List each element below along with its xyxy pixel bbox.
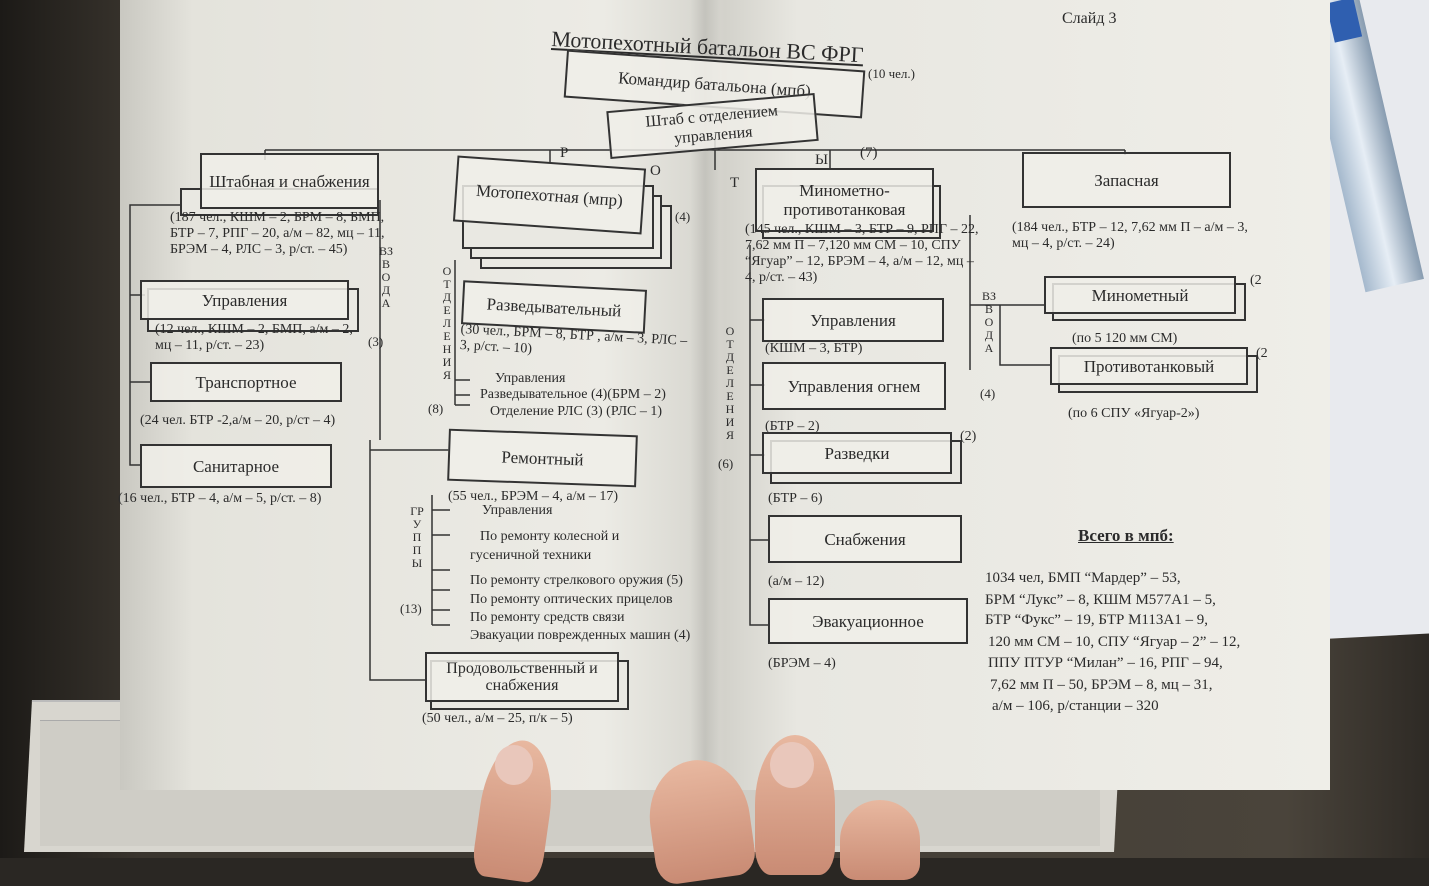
gruppy-letters: ГРУППЫ: [410, 504, 424, 570]
repair-item-5: По ремонту оптических прицелов: [470, 592, 673, 607]
left-vzvoda-count: (3): [368, 334, 384, 349]
hq-supply-company-note: (187 чел., КШМ – 2, БРМ – 8, БМП, БТР – …: [170, 210, 385, 257]
reserve-company-box: Запасная: [1022, 152, 1231, 208]
rota-letter-4: Ы: [815, 152, 829, 168]
repair-platoon-box: Ремонтный: [447, 428, 638, 488]
right-unit-note-5: (БРЭМ – 4): [768, 656, 836, 671]
recon-item-3: Отделение РЛС (3) (РЛС – 1): [490, 404, 663, 419]
mid-otdeleniya-letters: ОТДЕЛЕНИЯ: [442, 264, 452, 382]
recon-item-1: Управления: [495, 371, 566, 386]
left-unit-note-2: (24 чел. БТР -2,а/м – 20, р/ст – 4): [140, 413, 336, 428]
mortar-antitank-company-box: Минометно-противотанковая: [755, 168, 934, 232]
right-unit-note-3: (БТР – 6): [768, 491, 823, 506]
antitank-platoon-count: (2: [1256, 346, 1268, 361]
finger-4: [840, 800, 920, 880]
mortar-platoon-box: Минометный: [1044, 276, 1236, 314]
repair-platoon-note: (55 чел., БРЭМ – 4, а/м – 17): [448, 489, 619, 504]
commander-note: (10 чел.): [868, 66, 915, 81]
repair-item-7: Эвакуации поврежденных машин (4): [470, 628, 691, 643]
hq-supply-company-box: Штабная и снабжения: [200, 153, 379, 209]
finger-nail-1: [495, 745, 533, 785]
mortar-platoon-note: (по 5 120 мм СМ): [1072, 331, 1178, 346]
left-unit-note-3: (16 чел., БТР – 4, а/м – 5, р/ст. – 8): [118, 491, 322, 506]
left-unit-box-2: Транспортное: [150, 362, 342, 402]
right-unit-box-5: Эвакуационное: [768, 598, 968, 644]
rota-count: (7): [860, 145, 878, 161]
totals-heading: Всего в мпб:: [1078, 526, 1174, 545]
gruppy-count: (13): [400, 601, 422, 616]
food-supply-platoon-note: (50 чел., а/м – 25, п/к – 5): [422, 711, 573, 726]
mid-otdeleniya-count: (8): [428, 401, 444, 416]
repair-item-1: Управления: [482, 503, 553, 518]
totals-line-2: БРМ “Лукс” – 8, КШМ М577А1 – 5,: [985, 592, 1216, 608]
rota-letter-3: Т: [730, 175, 740, 191]
totals-line-1: 1034 чел, БМП “Мардер” – 53,: [985, 570, 1181, 586]
mpr-count: (4): [675, 209, 691, 224]
right-unit-note-1: (КШМ – 3, БТР): [765, 341, 863, 356]
food-supply-platoon-box: Продовольственный и снабжения: [425, 652, 619, 702]
rota-letter-1: Р: [560, 145, 569, 161]
right-unit-count-3: (2): [960, 429, 977, 444]
repair-item-2: По ремонту колесной и: [480, 529, 620, 544]
finger-nail-3: [770, 742, 814, 788]
right-unit-box-2: Управления огнем: [762, 362, 946, 410]
right-otdeleniya-count: (6): [718, 456, 734, 471]
repair-item-4: По ремонту стрелкового оружия (5): [470, 573, 683, 588]
right-unit-note-2: (БТР – 2): [765, 419, 820, 434]
antitank-platoon-note: (по 6 СПУ «Ягуар-2»): [1068, 406, 1200, 421]
reserve-company-note: (184 чел., БТР – 12, 7,62 мм П – а/м – 3…: [1012, 220, 1248, 251]
totals-line-7: а/м – 106, р/станции – 320: [992, 698, 1159, 714]
right-vzvoda-count: (4): [980, 386, 996, 401]
antitank-platoon-box: Противотанковый: [1050, 347, 1248, 385]
right-otdeleniya-letters: ОТДЕЛЕНИЯ: [725, 324, 735, 442]
right-unit-note-4: (а/м – 12): [768, 574, 825, 589]
rota-letter-2: О: [650, 163, 661, 179]
left-vzvoda-letters: ВЗВОДА: [379, 244, 394, 310]
repair-item-6: По ремонту средств связи: [470, 610, 625, 625]
right-unit-box-3: Разведки: [762, 432, 952, 474]
right-unit-box-1: Управления: [762, 298, 944, 342]
totals-line-6: 7,62 мм П – 50, БРЭМ – 8, мц – 31,: [990, 677, 1213, 693]
recon-item-2: Разведывательное (4)(БРМ – 2): [480, 387, 666, 402]
totals-line-5: ППУ ПТУР “Милан” – 16, РПГ – 94,: [988, 655, 1223, 671]
left-unit-box-1: Управления: [140, 280, 349, 320]
right-vzvoda-letters: ВЗВОДА: [982, 289, 997, 355]
right-unit-box-4: Снабжения: [768, 515, 962, 563]
mortar-platoon-count: (2: [1250, 273, 1262, 288]
repair-item-3: гусеничной техники: [470, 548, 592, 563]
left-unit-box-3: Санитарное: [140, 444, 332, 488]
slide-label: Слайд 3: [1062, 10, 1117, 27]
totals-line-3: БТР “Фукс” – 19, БТР М113А1 – 9,: [985, 612, 1208, 628]
totals-line-4: 120 мм СМ – 10, СПУ “Ягуар – 2” – 12,: [988, 634, 1241, 650]
mortar-antitank-company-note: (145 чел., КШМ – 3, БТР – 9, РПГ – 22, 7…: [745, 222, 979, 285]
left-unit-note-1: (12 чел., КШМ – 2, БМП, а/м – 2, мц – 11…: [155, 322, 353, 353]
motor-rifle-company-box: Мотопехотная (мпр): [452, 155, 647, 235]
